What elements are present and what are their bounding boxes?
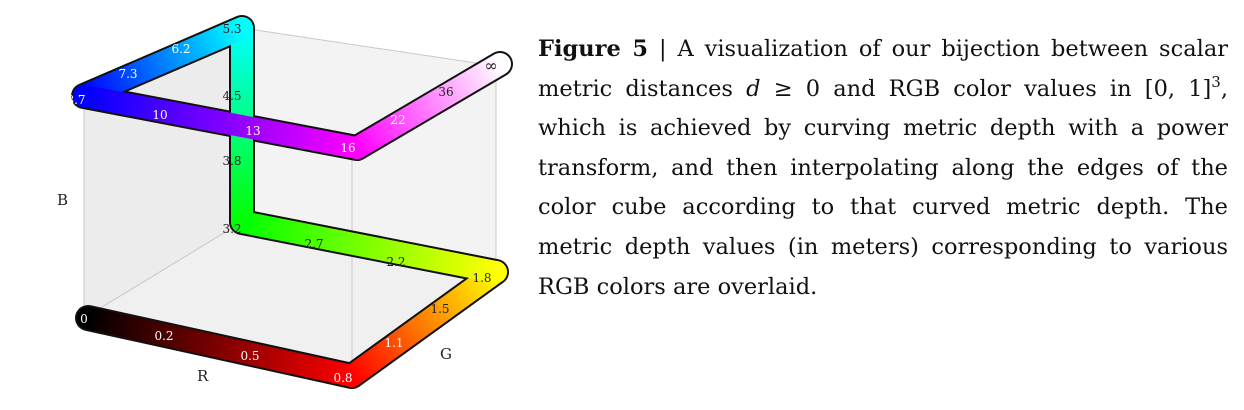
depth-label: 5.3: [222, 22, 241, 36]
segment-black-red: [77, 307, 363, 387]
depth-label: 0.5: [240, 349, 259, 363]
axis-label-r: R: [197, 367, 209, 385]
axis-label-g: G: [440, 345, 452, 363]
depth-label: 7.3: [118, 67, 137, 81]
caption-text-part1: A visualization of our bijection between…: [538, 36, 1228, 102]
caption-separator: |: [658, 36, 667, 62]
color-cube-svg: 0 0.2 0.5 0.8 1.1 1.5 1.8 2.2 2.7 3.2 3.…: [57, 15, 513, 389]
figure-number: Figure 5: [538, 36, 649, 62]
depth-label: 16: [340, 141, 355, 155]
depth-label: 1.1: [384, 336, 403, 350]
depth-label: 36: [438, 85, 453, 99]
segment-cyan-blue: [73, 17, 253, 107]
axis-label-b: B: [57, 191, 68, 209]
color-cube-figure: 0 0.2 0.5 0.8 1.1 1.5 1.8 2.2 2.7 3.2 3.…: [0, 0, 530, 410]
depth-label: 1.8: [472, 271, 491, 285]
segment-magenta-white: [346, 53, 511, 159]
depth-label: 3.8: [222, 154, 241, 168]
figure-caption: Figure 5 | A visualization of our biject…: [538, 30, 1228, 307]
color-path: [71, 15, 513, 389]
caption-text-part2: ≥ 0 and RGB color values in [0, 1]: [773, 75, 1212, 102]
segment-red-yellow: [341, 261, 507, 387]
segment-blue-magenta: [73, 85, 368, 159]
depth-label: 2.7: [304, 237, 323, 251]
depth-label: 2.2: [386, 255, 405, 269]
depth-label: 22: [390, 113, 405, 127]
depth-label: 13: [245, 124, 260, 138]
axis-labels: R G B: [57, 191, 452, 385]
depth-label: 8.7: [66, 93, 85, 107]
caption-superscript: 3: [1211, 72, 1221, 91]
depth-label: ∞: [484, 56, 497, 75]
depth-label: 10: [152, 108, 167, 122]
depth-label: 6.2: [171, 42, 190, 56]
depth-labels: 0 0.2 0.5 0.8 1.1 1.5 1.8 2.2 2.7 3.2 3.…: [66, 22, 497, 385]
depth-label: 4.5: [222, 89, 241, 103]
caption-text-part3: , which is achieved by curving metric de…: [538, 75, 1228, 300]
caption-math-d: d: [746, 75, 761, 102]
depth-label: 0.8: [333, 371, 352, 385]
depth-label: 0: [80, 312, 88, 326]
depth-label: 0.2: [154, 329, 173, 343]
depth-label: 3.2: [222, 222, 241, 236]
depth-label: 1.5: [430, 302, 449, 316]
segment-yellow-green: [231, 211, 507, 283]
